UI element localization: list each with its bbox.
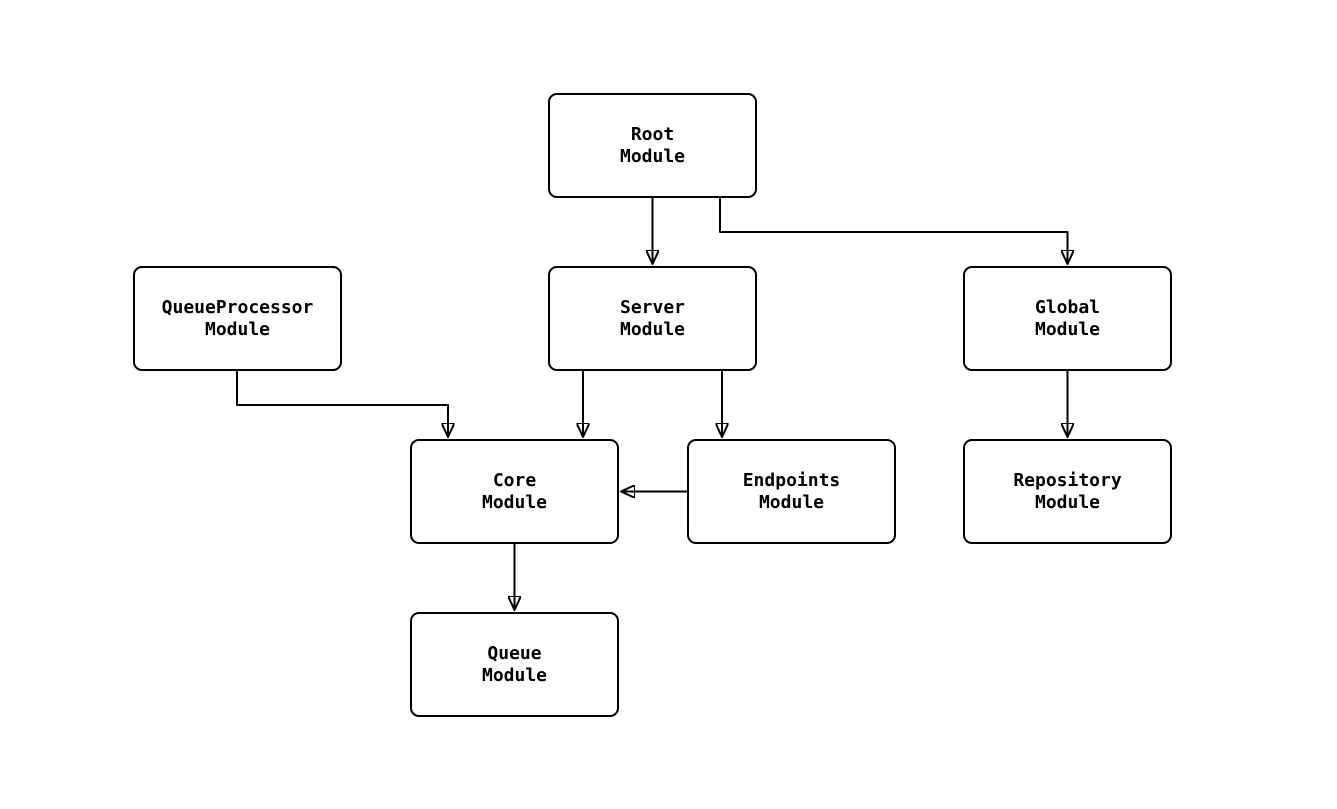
edge-queueprocessor-to-core [236,371,448,437]
node-core-module: Core Module [410,439,619,544]
node-server-module-label: Server Module [619,296,686,340]
node-repository-module: Repository Module [963,439,1172,544]
node-queue-module-label: Queue Module [481,642,548,686]
node-server-module: Server Module [548,266,757,371]
edge-root-to-global [719,198,1068,264]
node-core-module-label: Core Module [481,469,548,513]
node-queue-module: Queue Module [410,612,619,717]
node-endpoints-module-label: Endpoints Module [742,469,841,513]
node-global-module-label: Global Module [1034,296,1101,340]
node-root-module: Root Module [548,93,757,198]
node-root-module-label: Root Module [619,123,686,167]
node-queueprocessor-module: QueueProcessor Module [133,266,342,371]
node-queueprocessor-module-label: QueueProcessor Module [161,296,314,340]
node-global-module: Global Module [963,266,1172,371]
node-repository-module-label: Repository Module [1013,469,1122,513]
node-endpoints-module: Endpoints Module [687,439,896,544]
